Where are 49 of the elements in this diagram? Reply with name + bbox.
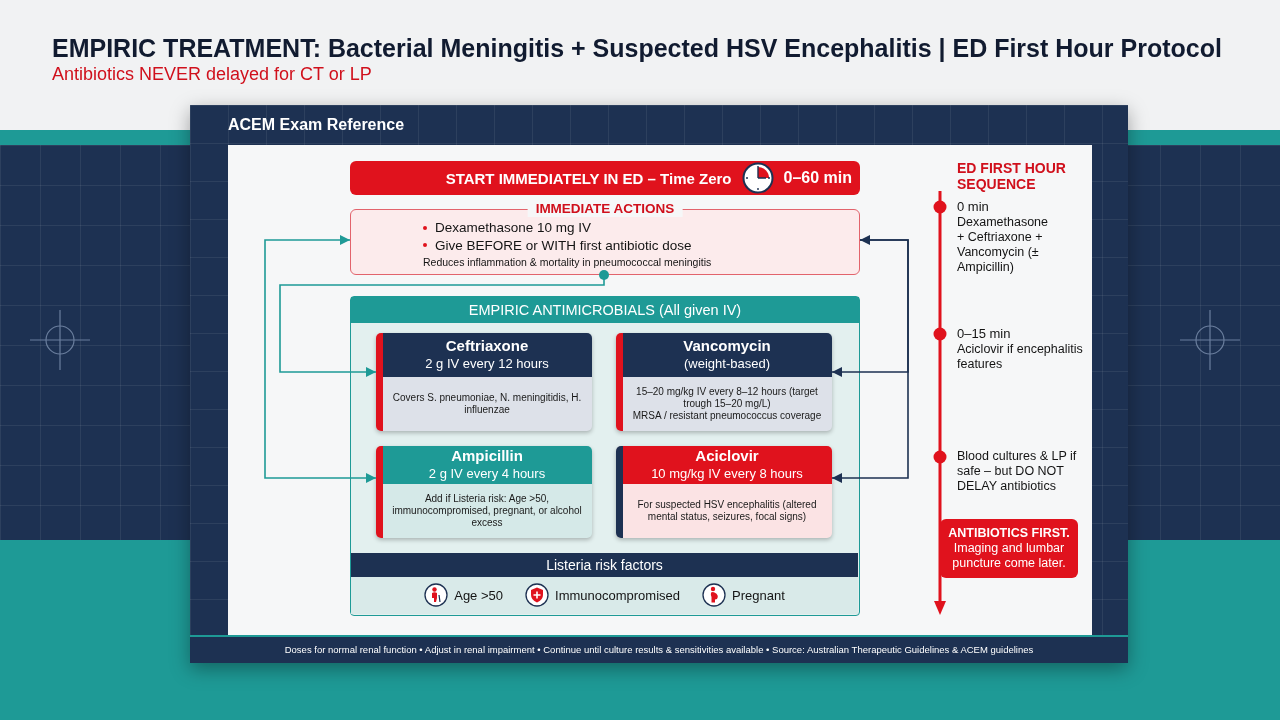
time-label: 0–60 min: [783, 169, 852, 187]
connector-arrow: [279, 270, 609, 377]
alert-box: [940, 519, 1078, 578]
banner-heading: START IMMEDIATELY IN ED – Time Zero: [445, 169, 732, 187]
risk-factor: Immunocompromised: [555, 587, 680, 603]
reference-panel: [190, 105, 1128, 663]
risk-header: Listeria risk factors: [351, 552, 858, 577]
risk-factor: Age >50: [454, 587, 503, 603]
banner: [350, 161, 860, 195]
timeline-text: Blood cultures & LP if safe – but DO NOT DELAY antibiotics: [957, 449, 1078, 494]
drug-name: Ampicillin: [451, 447, 523, 465]
risk-factor: Pregnant: [732, 587, 785, 603]
card-note: 15–20 mg/kg IV every 8–12 hours (target trough 15–20 mg/L): [635, 385, 819, 410]
dose-text: 2 g IV every 4 hours: [428, 465, 546, 482]
drug-name: Vancomycin: [683, 337, 771, 355]
drug-card: [375, 332, 592, 431]
drug-card: [615, 445, 832, 538]
dose-text: (weight-based): [684, 355, 770, 372]
dose-text: 10 mg/kg IV every 8 hours: [651, 465, 803, 482]
card-note: For suspected HSV encephalitis (altered mental status, seizures, focal signs): [636, 498, 818, 523]
footer-band: [190, 635, 1128, 663]
time-label: 0 min: [957, 199, 989, 214]
connector-arrow: [831, 235, 909, 483]
panel-title: ACEM Exam Reference: [228, 116, 405, 134]
card-note: MRSA / resistant pneumococcus coverage: [632, 409, 822, 422]
page-title: EMPIRIC TREATMENT: Bacterial Meningitis + Suspected HSV Encephalitis | ED First Hour Protocol: [52, 34, 1222, 63]
risk-factor-panel: [351, 552, 858, 614]
bullet-text: Give BEFORE or WITH first antibiotic dose: [423, 236, 839, 254]
drug-card: [615, 332, 832, 431]
card-note: Add if Listeria risk: Age >50, immunocompromised, pregnant, or alcohol excess: [391, 492, 583, 529]
note-text: Reduces inflammation & mortality in pneumococcal meningitis: [423, 255, 713, 269]
subtitle: Antibiotics NEVER delayed for CT or LP: [52, 64, 372, 85]
alert-heading: ANTIBIOTICS FIRST.: [948, 526, 1070, 541]
drug-card: [375, 445, 592, 538]
time-label: 0–15 min: [957, 326, 1011, 341]
footnote-text: Doses for normal renal function • Adjust in renal impairment • Continue until culture results & sensitivities available • Source: Australian Therapeutic Guidelines & ACEM guidelines: [284, 643, 1034, 657]
drug-name: Ceftriaxone: [445, 337, 529, 355]
alert-text: Imaging and lumbar puncture come later.: [951, 541, 1067, 571]
drug-name: Aciclovir: [695, 447, 759, 465]
timeline-text: Aciclovir if encephalitis features: [957, 342, 1084, 372]
connector-arrow: [264, 235, 377, 483]
timeline-text: Dexamethasone + Ceftriaxone + Vancomycin (± Ampicillin): [957, 215, 1050, 275]
card-note: Covers S. pneumoniae, N. meningitidis, H. influenzae: [391, 391, 583, 416]
timeline-heading: ED FIRST HOUR SEQUENCE: [957, 160, 1067, 192]
connector-arrow: [831, 239, 909, 377]
panel-header: EMPIRIC ANTIMICROBIALS (All given IV): [351, 297, 859, 323]
dose-text: 2 g IV every 12 hours: [425, 355, 549, 372]
drug-panel: [350, 296, 860, 616]
bullet-text: Dexamethasone 10 mg IV: [423, 219, 839, 237]
